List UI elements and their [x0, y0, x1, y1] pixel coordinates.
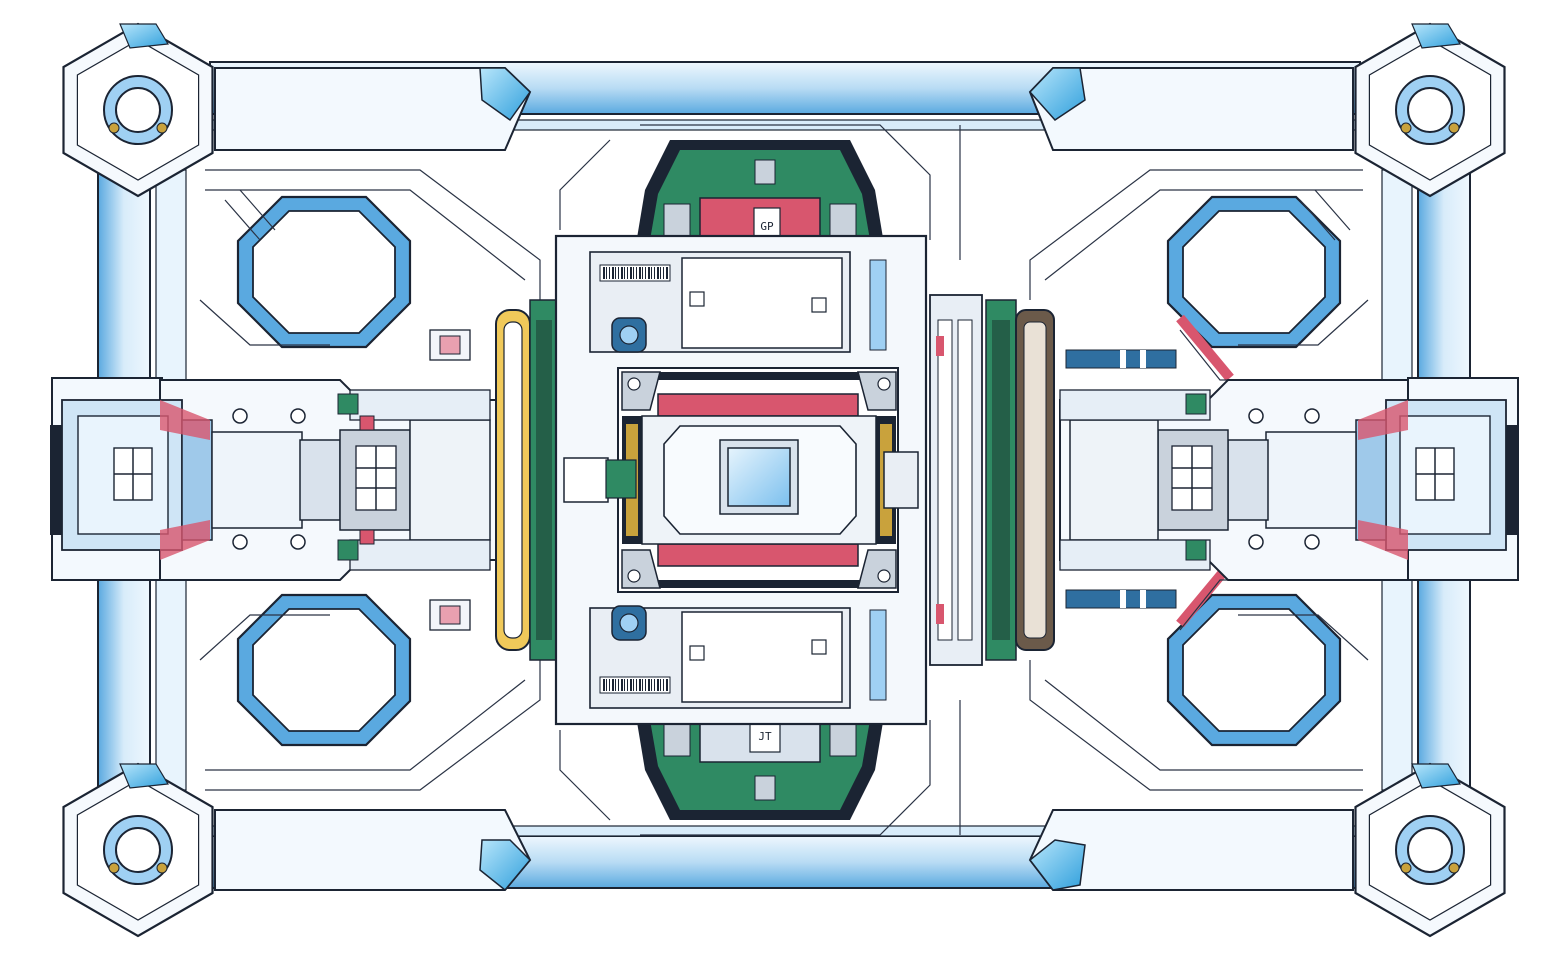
right-arm	[1059, 349, 1507, 609]
bottom-chip-housing: JT	[635, 710, 885, 820]
barcode-top	[603, 267, 668, 279]
octagon-window-icon	[236, 195, 412, 349]
port-windows	[236, 195, 1342, 747]
octagon-window-icon	[1166, 195, 1342, 349]
top-chip-housing: GP	[635, 140, 885, 250]
square-core-icon	[727, 447, 791, 507]
central-module	[554, 234, 928, 726]
octagon-window-icon	[1166, 593, 1342, 747]
hexagon-ring-icon	[1354, 22, 1506, 198]
top-chip-label: GP	[760, 220, 774, 233]
barcode-bottom	[603, 679, 668, 691]
hexagon-ring-icon	[62, 22, 214, 198]
corner-nodes	[62, 22, 1506, 938]
hexagon-ring-icon	[62, 762, 214, 938]
left-arm	[61, 329, 501, 631]
ribbon-connectors	[495, 294, 1055, 666]
octagon-window-icon	[236, 593, 412, 747]
hexagon-ring-icon	[1354, 762, 1506, 938]
bottom-chip-label: JT	[758, 730, 772, 743]
circuit-traces	[199, 124, 1369, 836]
